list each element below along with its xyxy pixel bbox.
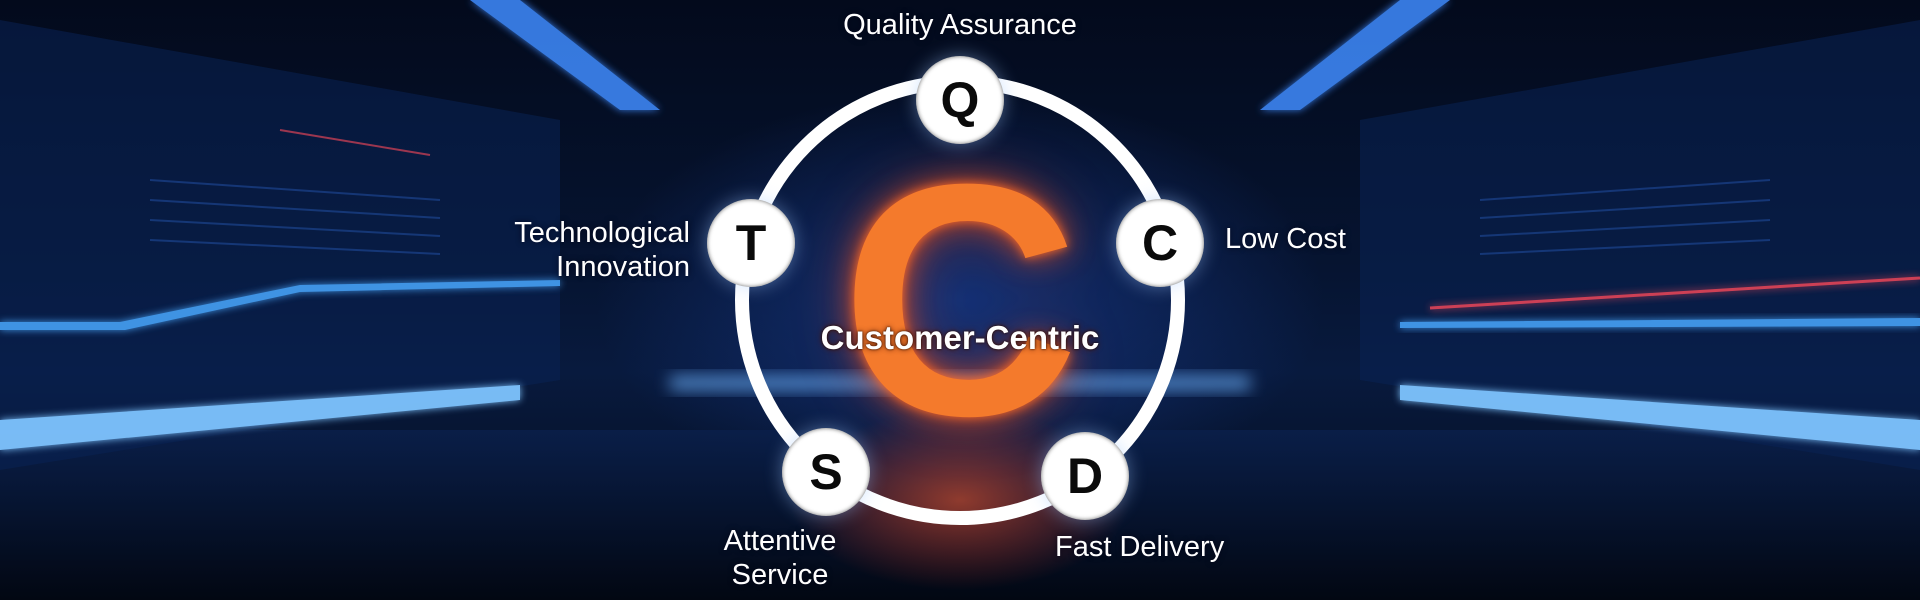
wall-line-left <box>0 280 560 330</box>
label-attentive-service: Attentive Service <box>723 525 837 591</box>
node-q: Q <box>916 56 1004 144</box>
wall-line-right <box>1400 318 1920 328</box>
center-label: Customer-Centric <box>820 319 1100 356</box>
left-wall <box>0 20 560 470</box>
right-wall-slats <box>1479 179 1771 255</box>
ceiling-light-left <box>470 0 660 110</box>
node-c: C <box>1116 199 1204 287</box>
right-wall <box>1360 20 1920 470</box>
label-low-cost: Low Cost <box>1225 223 1346 255</box>
node-d: D <box>1041 432 1129 520</box>
red-line-right <box>1429 276 1920 310</box>
label-technological-innovation: Technological Innovation <box>514 217 690 283</box>
center-letter: C <box>840 115 1080 484</box>
node-t: T <box>707 199 795 287</box>
wall-light-right <box>1400 385 1920 450</box>
node-s: S <box>782 428 870 516</box>
ceiling-light-right <box>1260 0 1450 110</box>
left-wall-slats <box>149 179 441 255</box>
back-glow <box>670 376 1250 390</box>
red-line-left <box>279 129 431 156</box>
label-fast-delivery: Fast Delivery <box>1055 531 1225 563</box>
wall-light-left <box>0 385 520 450</box>
label-quality-assurance: Quality Assurance <box>843 9 1077 41</box>
